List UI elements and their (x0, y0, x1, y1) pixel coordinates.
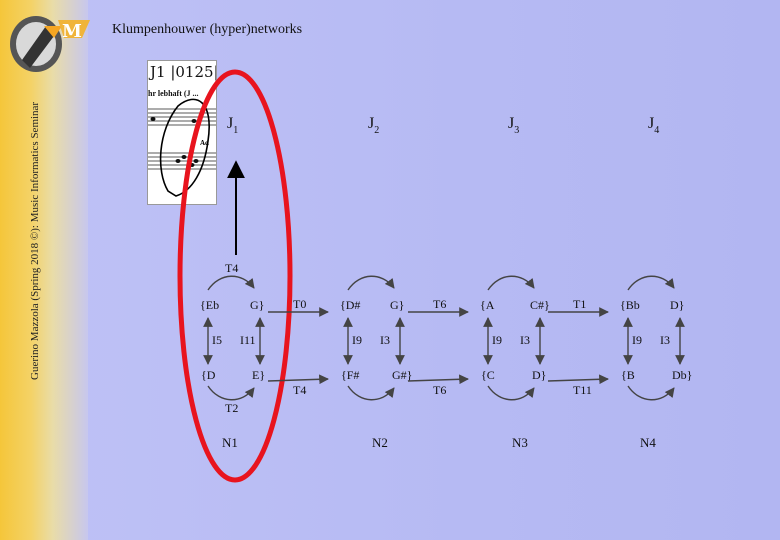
bottom-curve-arrow (627, 385, 675, 401)
between-bottom-arrow (407, 374, 469, 385)
left-interval-label: I5 (212, 333, 222, 347)
top-transform-label: T4 (225, 261, 238, 275)
right-interval-label: I11 (240, 333, 256, 347)
between-top-label: T1 (573, 297, 586, 311)
set-top-left: {A (480, 298, 495, 312)
j-label-1: J1 (227, 115, 238, 136)
top-curve-arrow (627, 275, 675, 291)
between-bottom-arrow (547, 374, 609, 385)
left-interval-label: I9 (352, 333, 362, 347)
j-subscript: 4 (654, 125, 659, 136)
score-dynamic: Ad (200, 139, 209, 147)
j-label-3: J3 (508, 115, 519, 136)
bottom-curve-arrow (487, 385, 535, 401)
between-bottom-label: T6 (433, 383, 446, 397)
set-top-right: C#} (530, 298, 550, 312)
set-bottom-left: {C (481, 368, 495, 382)
bottom-transform-label: T2 (225, 401, 238, 415)
set-bottom-right: Db} (672, 368, 692, 382)
left-interval-label: I9 (492, 333, 502, 347)
score-notation: Ad (148, 98, 216, 197)
between-top-label: T0 (293, 297, 306, 311)
set-top-left: {D# (340, 298, 360, 312)
j-label-4: J4 (648, 115, 659, 136)
set-bottom-right: G#} (392, 368, 412, 382)
set-bottom-right: D} (532, 368, 546, 382)
set-bottom-right: E} (252, 368, 265, 382)
between-top-label: T6 (433, 297, 446, 311)
score-heading: J1 |0125| (150, 63, 216, 81)
j-subscript: 1 (233, 125, 238, 136)
right-interval-label: I3 (380, 333, 390, 347)
set-top-left: {Eb (200, 298, 219, 312)
top-curve-arrow (487, 275, 535, 291)
between-bottom-label: T4 (293, 383, 306, 397)
sidebar-band (0, 0, 88, 540)
set-top-left: {Bb (620, 298, 640, 312)
between-bottom-arrow (267, 374, 329, 385)
top-curve-arrow (207, 275, 255, 291)
highlight-ellipse (177, 69, 293, 483)
right-interval-label: I3 (520, 333, 530, 347)
left-interval-label: I9 (632, 333, 642, 347)
bottom-curve-arrow (347, 385, 395, 401)
set-top-right: D} (670, 298, 684, 312)
network-label-4: N4 (640, 435, 656, 450)
set-top-right: G} (390, 298, 404, 312)
set-bottom-left: {D (201, 368, 216, 382)
network-label-1: N1 (222, 435, 238, 450)
score-tempo: hr lebhaft (J ... (148, 89, 199, 98)
svg-text:M: M (62, 21, 82, 42)
network-label-2: N2 (372, 435, 388, 450)
logo-icon: M (10, 16, 90, 72)
slide-title: Klumpenhouwer (hyper)networks (112, 22, 303, 37)
between-bottom-label: T11 (573, 383, 592, 397)
j-label-2: J2 (368, 115, 379, 136)
score-thumbnail: J1 |0125| hr lebhaft (J ... Ad (147, 60, 217, 205)
j-subscript: 2 (374, 125, 379, 136)
right-interval-label: I3 (660, 333, 670, 347)
set-top-right: G} (250, 298, 264, 312)
set-bottom-left: {F# (341, 368, 359, 382)
bottom-curve-arrow (207, 385, 255, 401)
network-label-3: N3 (512, 435, 528, 450)
j-subscript: 3 (514, 125, 519, 136)
top-curve-arrow (347, 275, 395, 291)
set-bottom-left: {B (621, 368, 635, 382)
